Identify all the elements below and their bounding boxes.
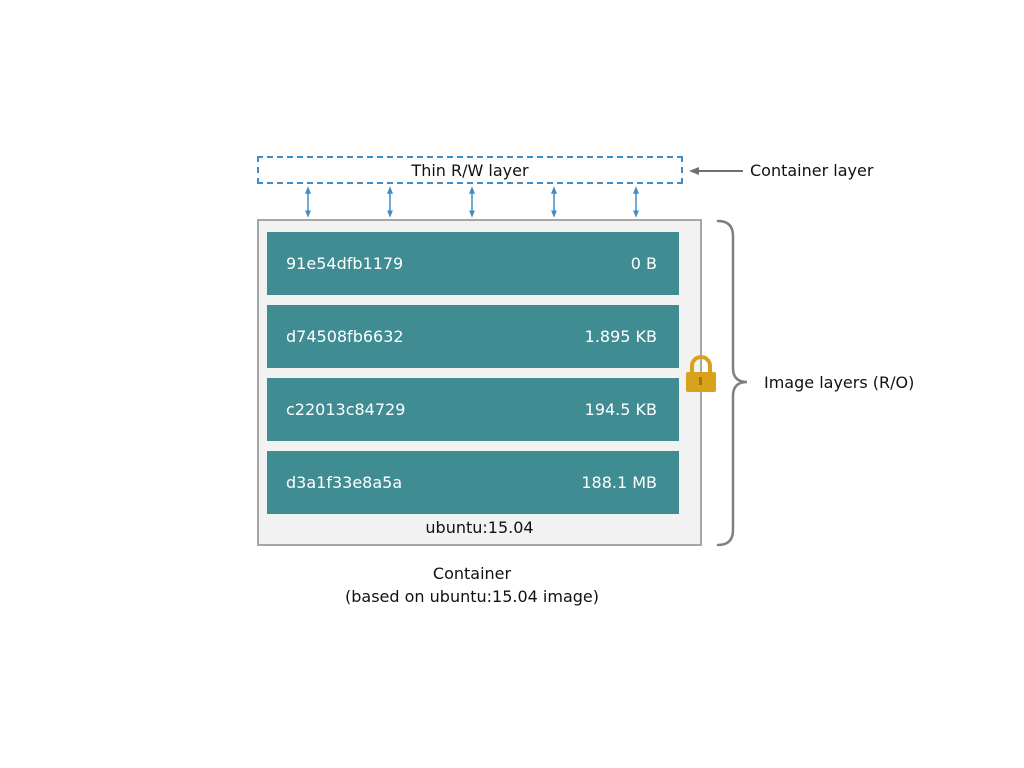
thin-rw-layer: Thin R/W layer	[257, 156, 683, 184]
image-layer: 91e54dfb1179 0 B	[267, 232, 679, 295]
layer-size: 188.1 MB	[581, 473, 657, 492]
image-layers-brace	[716, 219, 748, 547]
layer-size: 1.895 KB	[584, 327, 657, 346]
image-layer: d3a1f33e8a5a 188.1 MB	[267, 451, 679, 514]
image-layer: c22013c84729 194.5 KB	[267, 378, 679, 441]
caption-title: Container	[432, 564, 512, 583]
caption-subtitle: (based on ubuntu:15.04 image)	[345, 587, 599, 606]
image-layers-label: Image layers (R/O)	[764, 373, 915, 392]
layer-id: 91e54dfb1179	[286, 254, 404, 273]
layer-size: 194.5 KB	[584, 400, 657, 419]
lock-icon	[686, 355, 716, 392]
container-box: 91e54dfb1179 0 B d74508fb6632 1.895 KB c…	[257, 219, 702, 546]
thin-rw-layer-label: Thin R/W layer	[411, 160, 529, 180]
layer-id: c22013c84729	[286, 400, 406, 419]
image-name: ubuntu:15.04	[425, 518, 534, 537]
container-caption: Container (based on ubuntu:15.04 image)	[257, 562, 687, 608]
layer-size: 0 B	[630, 254, 657, 273]
layer-id: d74508fb6632	[286, 327, 404, 346]
layer-id: d3a1f33e8a5a	[286, 473, 403, 492]
container-layer-label: Container layer	[750, 161, 874, 180]
image-layer: d74508fb6632 1.895 KB	[267, 305, 679, 368]
